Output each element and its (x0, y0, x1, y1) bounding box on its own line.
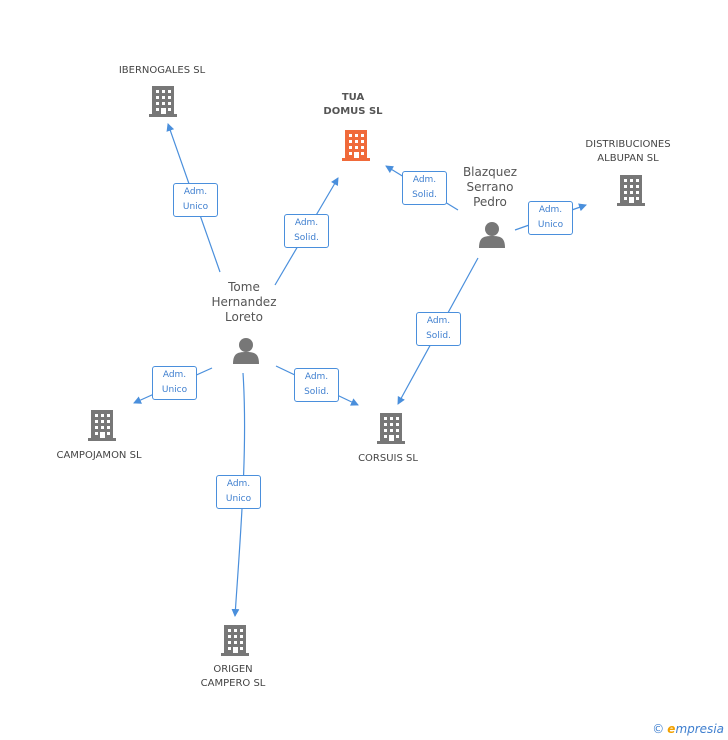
edge-label-line2: Solid. (304, 387, 329, 397)
company-distribuciones-albupan[interactable]: DISTRIBUCIONES ALBUPAN SL (572, 138, 684, 166)
edge-label-line2: Solid. (412, 190, 437, 200)
person-name-line2: Hernandez (211, 295, 277, 309)
company-name: IBERNOGALES SL (118, 65, 206, 76)
person-icon (479, 222, 505, 248)
edge-label-blazquez-tua: Adm. Solid. (402, 171, 447, 205)
edge-label-line2: Unico (161, 385, 188, 395)
edge-label-line1: Adm. (226, 479, 251, 489)
edge-label-tome-corsuis: Adm. Solid. (294, 368, 339, 402)
edge-label-line1: Adm. (294, 218, 319, 228)
building-icon (88, 410, 116, 441)
building-icon (149, 86, 177, 117)
person-name-line2: Serrano (466, 180, 514, 194)
edge-label-tome-campojamon: Adm. Unico (152, 366, 197, 400)
person-icon (233, 338, 259, 364)
person-name-line3: Loreto (225, 310, 263, 324)
company-name-line2: DOMUS SL (323, 106, 383, 117)
company-name: CORSUIS SL (358, 453, 418, 464)
person-name-line1: Blazquez (462, 165, 518, 179)
person-tome-hernandez-loreto[interactable]: Tome Hernandez Loreto (196, 280, 292, 325)
edge-label-line2: Unico (537, 220, 564, 230)
company-origen-campero[interactable]: ORIGEN CAMPERO SL (183, 663, 283, 691)
edge-label-line2: Solid. (426, 331, 451, 341)
company-name-line2: CAMPERO SL (200, 678, 266, 689)
edge-label-line2: Unico (225, 494, 252, 504)
company-name: CAMPOJAMON SL (56, 450, 142, 461)
building-icon (617, 175, 645, 206)
company-ibernogales[interactable]: IBERNOGALES SL (100, 64, 224, 78)
company-name-line1: DISTRIBUCIONES (585, 139, 671, 150)
person-name-line1: Tome (228, 280, 260, 294)
company-corsuis[interactable]: CORSUIS SL (340, 452, 436, 466)
brand-logo-text: mpresia (675, 722, 724, 736)
person-blazquez-serrano-pedro[interactable]: Blazquez Serrano Pedro (442, 165, 538, 210)
building-icon (342, 130, 370, 161)
company-name-line2: ALBUPAN SL (597, 153, 659, 164)
edge-label-blazquez-corsuis: Adm. Solid. (416, 312, 461, 346)
building-icon (377, 413, 405, 444)
edge-label-tome-origen: Adm. Unico (216, 475, 261, 509)
company-name-line1: TUA (341, 92, 365, 103)
edge-label-line2: Solid. (294, 233, 319, 243)
building-icon (221, 625, 249, 656)
edge-label-line1: Adm. (412, 175, 437, 185)
person-name-line3: Pedro (473, 195, 507, 209)
company-tua-domus[interactable]: TUA DOMUS SL (303, 91, 403, 119)
edge-label-line2: Unico (182, 202, 209, 212)
copyright-symbol: © (652, 722, 665, 736)
edge-label-line1: Adm. (183, 187, 208, 197)
edge-label-blazquez-distribuciones: Adm. Unico (528, 201, 573, 235)
edge-label-tome-ibernogales: Adm. Unico (173, 183, 218, 217)
edge-label-line1: Adm. (162, 370, 187, 380)
edge-label-tome-tua: Adm. Solid. (284, 214, 329, 248)
brand-logo-e: e (667, 722, 676, 736)
edge-label-line1: Adm. (304, 372, 329, 382)
edge-label-line1: Adm. (426, 316, 451, 326)
company-campojamon[interactable]: CAMPOJAMON SL (40, 449, 158, 463)
edge-label-line1: Adm. (538, 205, 563, 215)
company-name-line1: ORIGEN (213, 664, 253, 675)
footer-brand[interactable]: ©empresia (652, 722, 724, 736)
